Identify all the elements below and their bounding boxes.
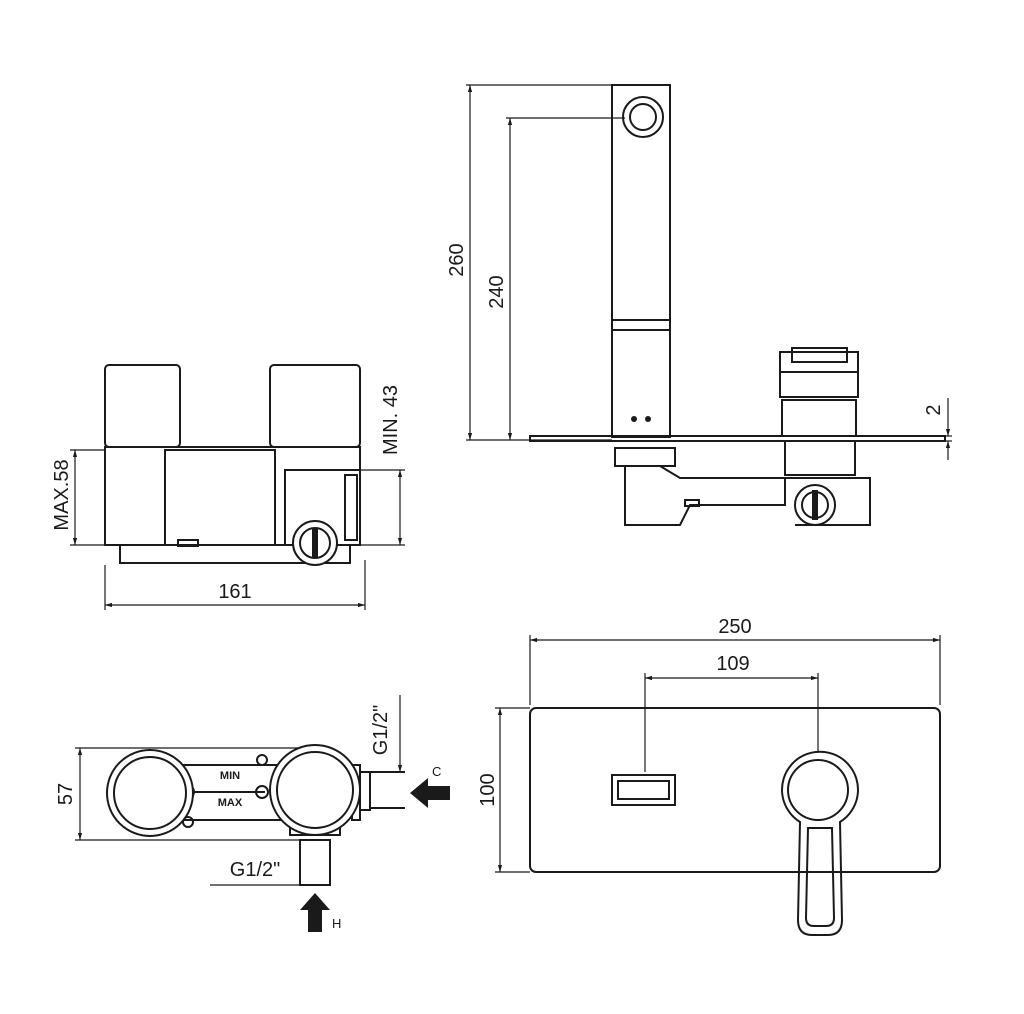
side-view: MAX.58 MIN. 43 161: [51, 364, 405, 610]
dim-centre-distance: 109: [716, 653, 749, 675]
top-view: 57 MIN MAX G1/2" C G1/2" H: [55, 695, 450, 932]
dim-plate-height: 100: [477, 773, 499, 806]
dim-hot-inlet: G1/2": [230, 859, 280, 881]
min-label: MIN: [220, 770, 240, 782]
spout-outlet: [611, 774, 676, 806]
aerator-icon: [622, 96, 664, 138]
lever-handle: [781, 750, 859, 936]
cold-inlet-arrow-icon: [410, 778, 450, 808]
dim-max-depth: MAX.58: [51, 459, 73, 530]
dim-depth: 57: [55, 783, 77, 805]
cold-label: C: [432, 764, 441, 779]
handle-top: [779, 351, 859, 398]
dim-min-depth: MIN. 43: [380, 385, 402, 455]
wall-plate-front: [529, 707, 941, 873]
dim-cold-inlet: G1/2": [370, 705, 392, 755]
dim-width: 161: [218, 581, 251, 603]
dim-total-height: 260: [446, 243, 468, 276]
hot-inlet-arrow-icon: [300, 893, 330, 932]
dim-plate-thickness: 2: [923, 404, 945, 415]
max-label: MAX: [218, 797, 243, 809]
wall-plate: [529, 435, 946, 442]
elevation-view: 260 240 2: [446, 84, 952, 526]
dim-spout-height: 240: [486, 275, 508, 308]
dim-plate-width: 250: [718, 616, 751, 638]
hot-label: H: [332, 916, 341, 931]
front-view: 250 109 100: [477, 616, 941, 936]
